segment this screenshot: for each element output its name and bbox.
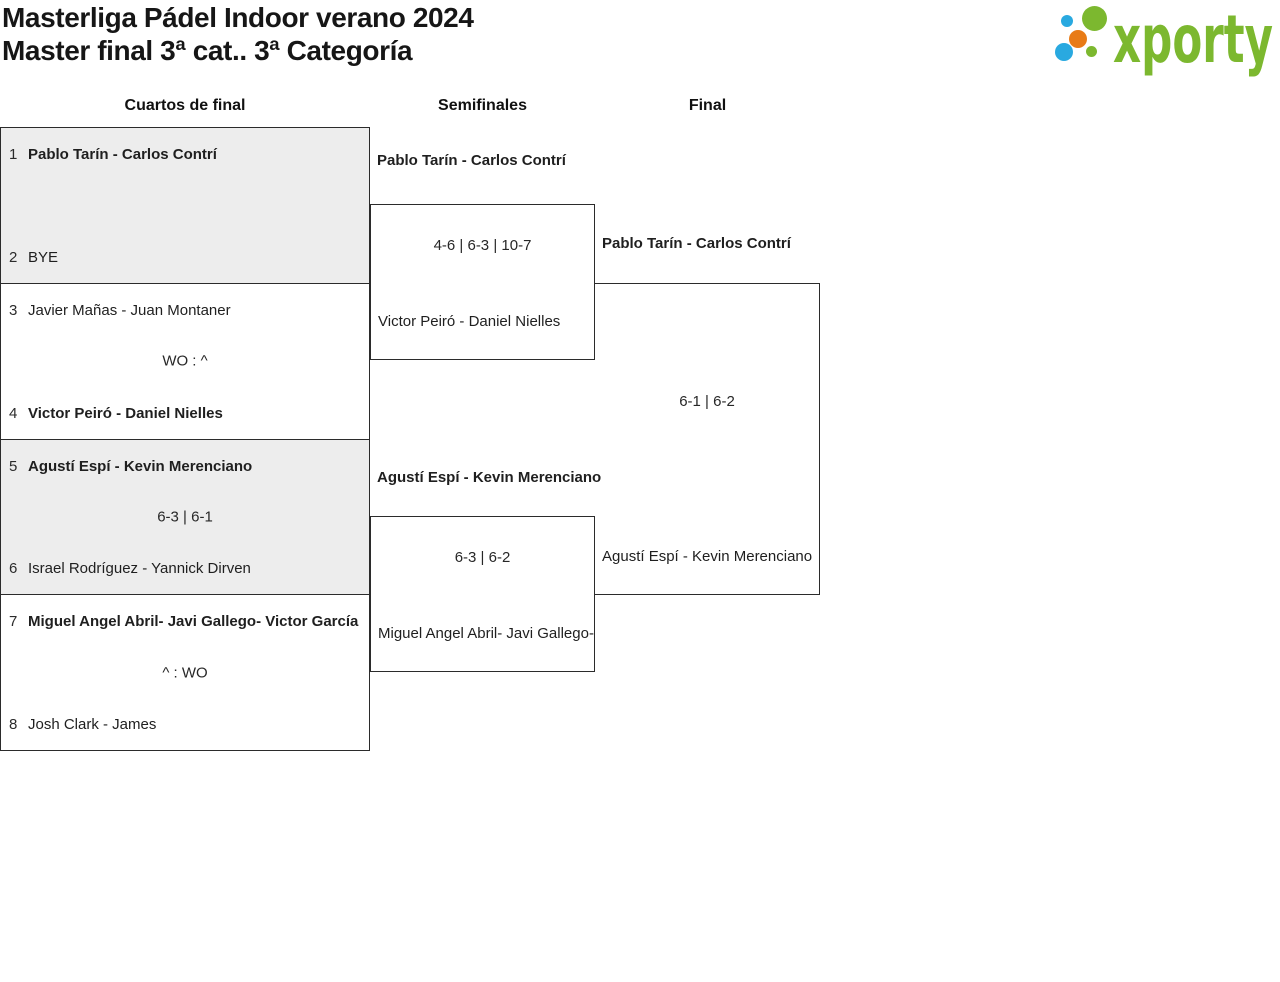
match-box-qf3: 5 Agustí Espí - Kevin Merenciano 6-3 | 6-… [1,438,369,595]
round-header-cuartos: Cuartos de final [124,97,246,114]
team-name: Pablo Tarín - Carlos Contrí [28,146,217,163]
category-subtitle: Master final 3ª cat.. 3ª Categoría [2,35,413,66]
team-name: BYE [28,248,59,266]
match-box-qf1: 1 Pablo Tarín - Carlos Contrí 2 BYE [1,128,369,283]
match-score: 4-6 | 6-3 | 10-7 [433,237,532,254]
team-row: 8 Josh Clark - James [1,716,369,733]
quarterfinals-column: 1 Pablo Tarín - Carlos Contrí 2 BYE 3 Javie… [0,127,370,751]
team-row: 3 Javier Mañas - Juan Montaner [1,302,369,319]
match-score: ^ : WO [162,664,208,682]
team-name: Israel Rodríguez - Yannick Dirven [28,560,251,578]
seed-number: 1 [9,146,18,163]
team-row: 2 BYE [1,249,369,266]
team-name: Agustí Espí - Kevin Merenciano [602,548,813,565]
match-box-final: 6-1 | 6-2 Agustí Espí - Kevin Merenciano [595,283,820,595]
match-score: 6-1 | 6-2 [679,393,735,410]
logo-dot-icon [1086,46,1097,57]
seed-number: 7 [9,613,18,631]
seed-number: 3 [9,301,18,319]
logo-dot-icon [1061,15,1073,27]
tournament-title: Masterliga Pádel Indoor verano 2024 [2,2,474,33]
team-row: 1 Pablo Tarín - Carlos Contrí [1,146,369,163]
round-header-final: Final [688,97,727,114]
team-row: 7 Miguel Angel Abril- Javi Gallego- Victo… [1,613,369,630]
match-score: 6-3 | 6-2 [454,549,511,566]
match-box-sf2: 6-3 | 6-2 Miguel Angel Abril- Javi Galle… [370,516,595,672]
final-winner-name: Pablo Tarín - Carlos Contrí [602,235,791,252]
sf2-winner-name: Agustí Espí - Kevin Merenciano [377,469,602,486]
xporty-wordmark: xporty [1113,2,1273,78]
seed-number: 5 [9,457,18,475]
seed-number: 2 [9,248,18,266]
match-box-sf1: 4-6 | 6-3 | 10-7 Victor Peiró - Daniel N… [370,204,595,360]
team-name: Miguel Angel Abril- Javi Gallego- Victor… [28,613,359,631]
match-box-qf2: 3 Javier Mañas - Juan Montaner WO : ^ 4 Vi… [1,282,369,439]
seed-number: 6 [9,560,18,578]
match-box-qf4: 7 Miguel Angel Abril- Javi Gallego- Victo… [1,594,369,750]
team-row: 6 Israel Rodríguez - Yannick Dirven [1,560,369,577]
logo-text: xporty [1113,2,1273,78]
logo-dot-icon [1055,43,1073,61]
logo-dot-icon [1082,6,1107,31]
team-name: Javier Mañas - Juan Montaner [28,301,231,319]
match-score: 6-3 | 6-1 [157,508,213,526]
team-name: Victor Peiró - Daniel Nielles [378,313,561,330]
xporty-logo[interactable]: xporty [1048,2,1280,80]
team-row: 4 Victor Peiró - Daniel Nielles [1,405,369,422]
team-name: Agustí Espí - Kevin Merenciano [28,457,253,475]
team-row: 5 Agustí Espí - Kevin Merenciano [1,458,369,475]
sf1-winner-name: Pablo Tarín - Carlos Contrí [377,152,566,169]
team-name: Miguel Angel Abril- Javi Gallego- Victor… [378,625,594,642]
seed-number: 4 [9,404,18,422]
team-name: Josh Clark - James [28,716,157,733]
team-name: Victor Peiró - Daniel Nielles [28,404,223,422]
match-score: WO : ^ [162,352,208,370]
page-title: Masterliga Pádel Indoor verano 2024 Mast… [2,1,474,67]
seed-number: 8 [9,716,18,733]
round-header-semifinales: Semifinales [438,97,527,114]
logo-dot-icon [1069,30,1087,48]
